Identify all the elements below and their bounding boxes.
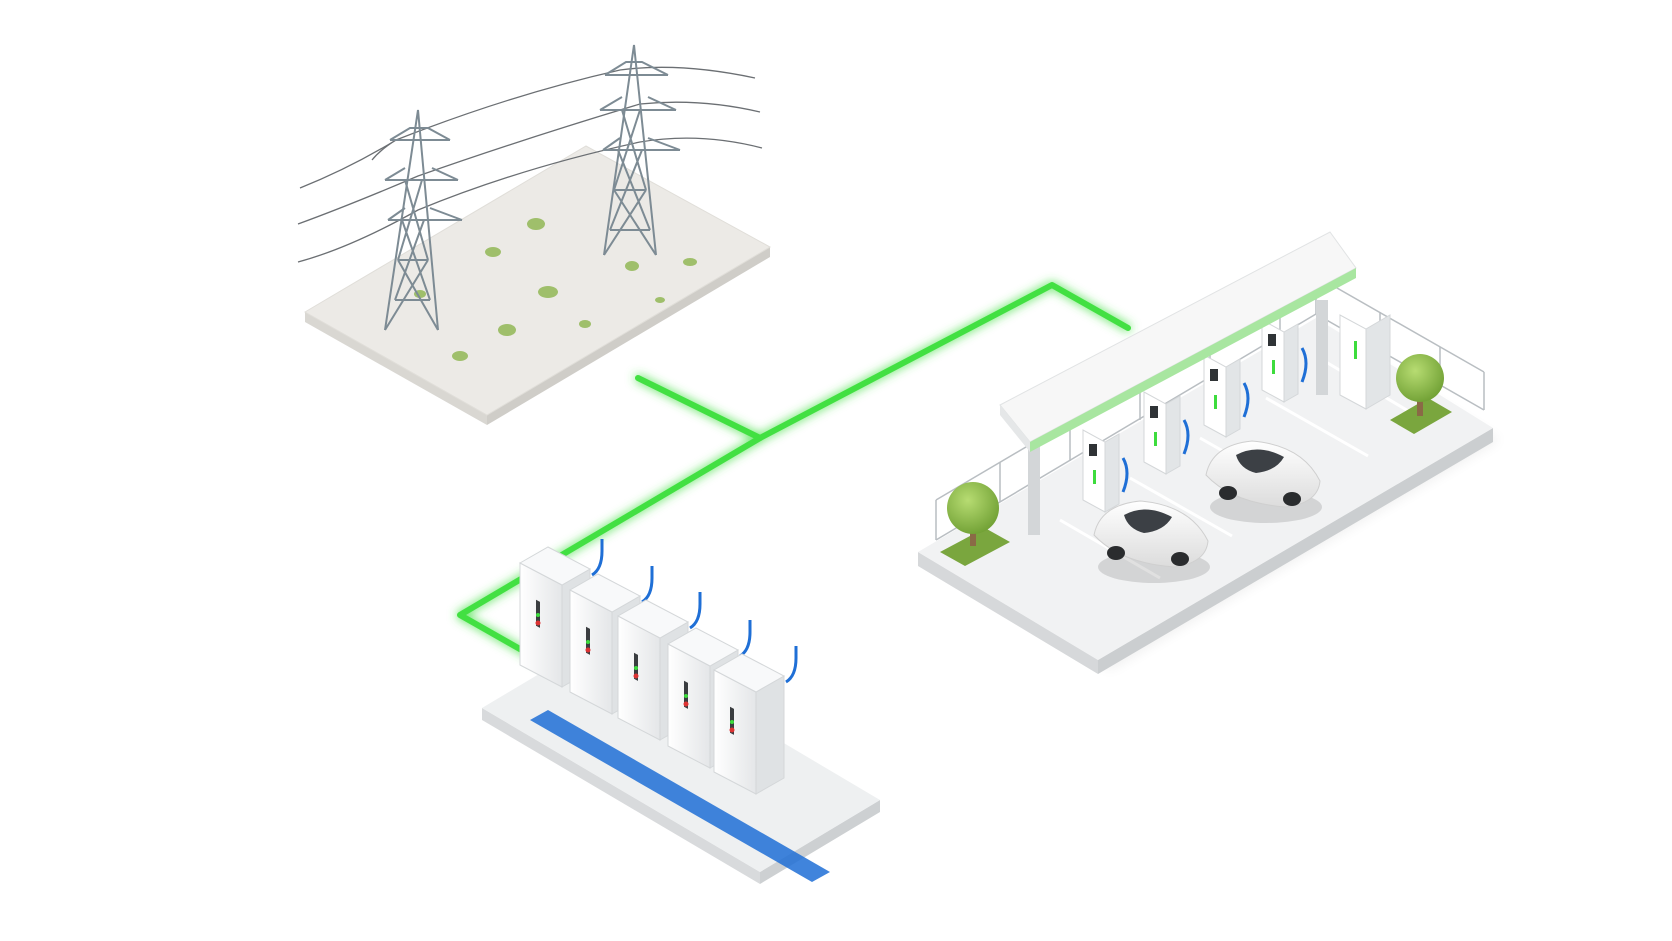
power-cabinets (518, 539, 798, 795)
grid-platform-side-right (487, 247, 770, 425)
charging-pillar-icon (1082, 429, 1129, 513)
junction-to-charging-station-line (757, 282, 1131, 441)
station-base-side-right (1098, 428, 1493, 674)
charging-station-area (918, 231, 1500, 674)
tree-icon (1396, 354, 1444, 402)
canopy-accent-strip (1030, 268, 1356, 452)
cabinet-base-side-left (482, 708, 760, 884)
station-base-top (918, 318, 1493, 660)
canopy-column (1028, 440, 1040, 535)
trees (940, 354, 1452, 566)
power-cabinet-icon (712, 646, 798, 795)
charging-pillar-icon (1143, 391, 1190, 475)
electric-cars (1093, 440, 1322, 583)
shrub-icon (452, 351, 468, 361)
charging-pillars (1082, 314, 1391, 513)
electric-car-icon (1205, 440, 1322, 523)
charging-pillar-icon (1261, 319, 1308, 403)
energy-connection-lines (457, 282, 1131, 668)
power-lines (297, 66, 763, 263)
shrub-icon (683, 258, 697, 266)
shrub-icon (625, 261, 639, 271)
junction-to-power-cabinets-line (457, 435, 763, 668)
shrub-icon (579, 320, 591, 328)
tree-trunk (1417, 392, 1423, 416)
station-base-side-left (918, 552, 1098, 674)
tree-icon (947, 482, 999, 534)
grid-platform-top (304, 145, 772, 416)
grid-platform-side-left (305, 312, 487, 425)
power-grid-area (297, 44, 772, 425)
grid-to-junction-line (635, 375, 763, 441)
shrub-icon (498, 324, 516, 336)
planter (940, 528, 1010, 566)
power-cabinet-icon (1339, 314, 1391, 410)
shrub-icon (527, 218, 545, 230)
cable-trench (530, 710, 830, 882)
shrub-icon (655, 297, 665, 303)
transmission-tower-icon (599, 44, 681, 256)
canopy-supports (1028, 300, 1328, 535)
charging-pillar-icon (1203, 354, 1250, 438)
transmission-tower-icon (384, 109, 463, 331)
canopy-column (1316, 300, 1328, 395)
canopy (999, 231, 1357, 452)
electric-car-icon (1093, 500, 1210, 583)
canopy-front-edge (1000, 405, 1030, 452)
power-cabinet-area (482, 539, 880, 884)
shrub-icon (485, 247, 501, 257)
shrubs (414, 218, 697, 361)
shrub-icon (538, 286, 558, 298)
